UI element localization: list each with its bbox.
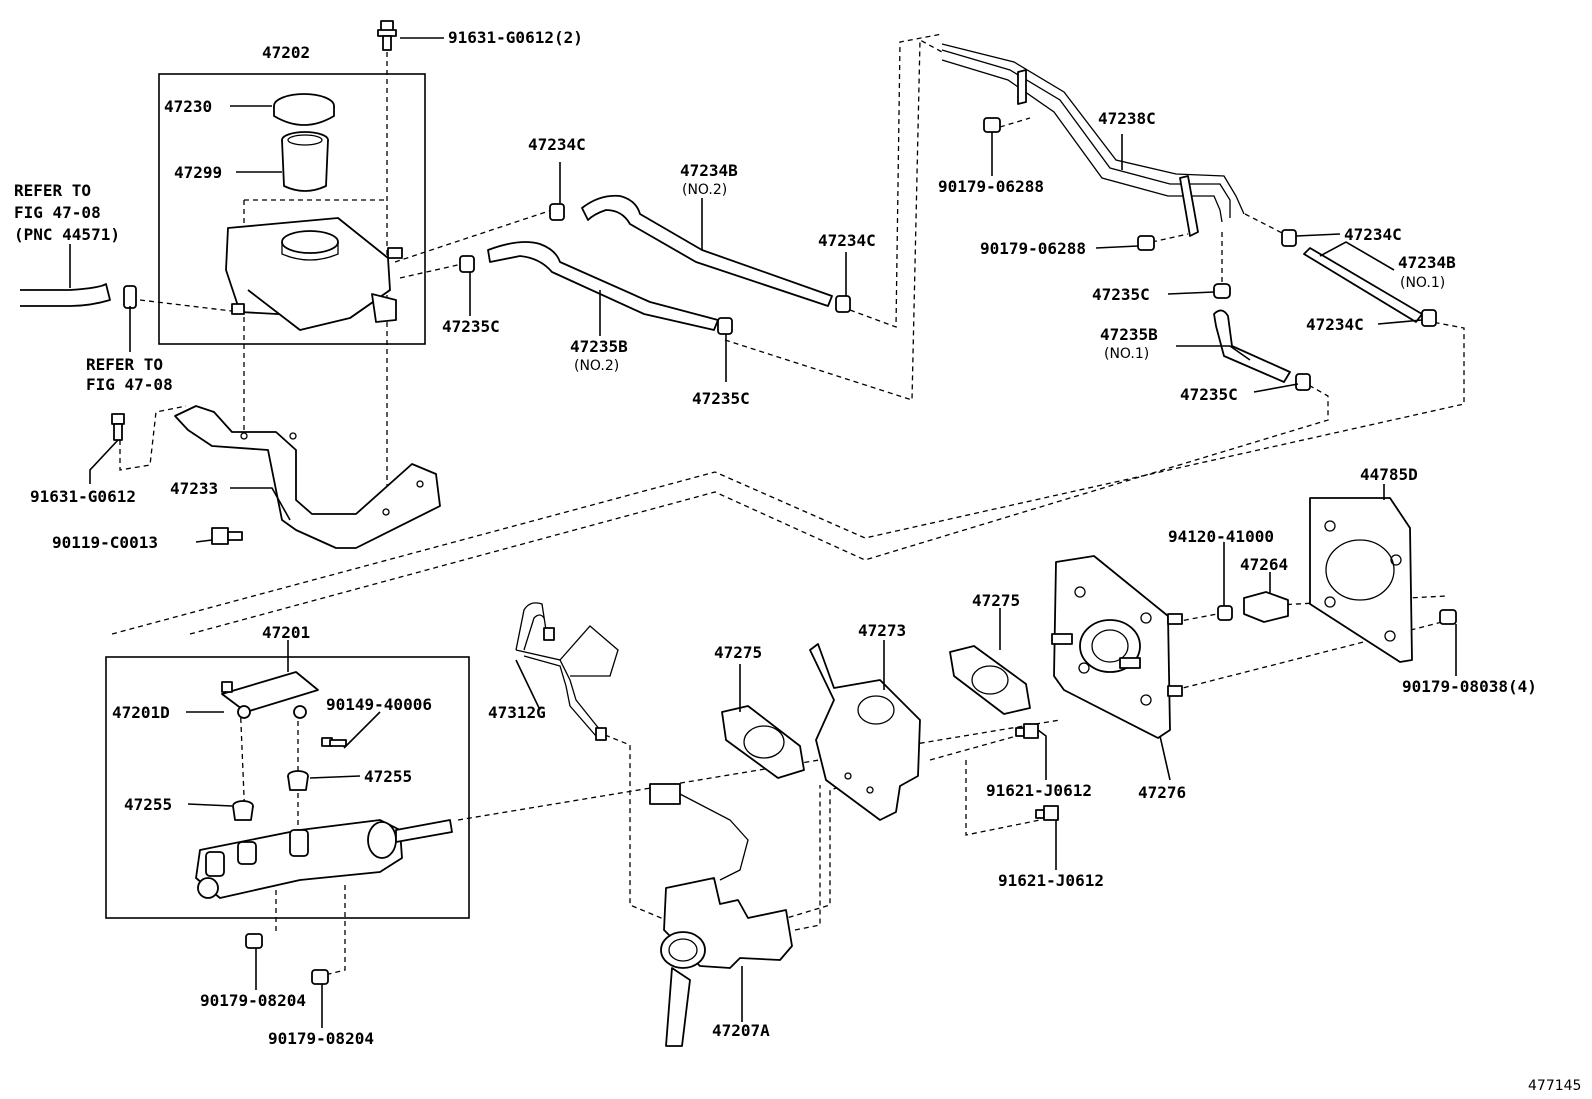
- nut-icon: [983, 117, 1155, 251]
- label-90179-06288-a: 90179-06288: [938, 177, 1044, 196]
- label-47234c-a: 47234C: [528, 135, 586, 154]
- label-47234b-a: 47234B: [680, 161, 738, 180]
- refer-top-line-3: (PNC 44571): [14, 225, 120, 244]
- label-47264: 47264: [1240, 555, 1288, 574]
- label-47233: 47233: [170, 479, 218, 498]
- label-90149-40006: 90149-40006: [326, 695, 432, 714]
- refer-top-line-2: FIG 47-08: [14, 203, 101, 222]
- label-91631-g0612-2: 91631-G0612(2): [448, 28, 583, 47]
- reservoir-box: [158, 73, 426, 345]
- switch-bracket-icon: [809, 643, 921, 821]
- nut-icon: [1439, 609, 1457, 625]
- stop-lamp-switch-icon: [649, 783, 793, 1047]
- gasket-icon: [721, 705, 805, 779]
- reservoir-cap-icon: [273, 93, 335, 126]
- label-47238c: 47238C: [1098, 109, 1156, 128]
- label-44785d: 44785D: [1360, 465, 1418, 484]
- label-47275-a: 47275: [714, 643, 762, 662]
- label-47235b-b: 47235B: [1100, 325, 1158, 344]
- nut-icon: [245, 933, 329, 985]
- nut-icon: [1217, 605, 1233, 621]
- label-91621-j0612-a: 91621-J0612: [986, 781, 1092, 800]
- hose-icon: [20, 283, 137, 309]
- bolt-icon: [211, 527, 243, 545]
- bolt-icon: [377, 20, 397, 51]
- label-47235c-a: 47235C: [442, 317, 500, 336]
- note-47234b-a: (NO.2): [682, 182, 727, 198]
- label-90179-08204-b: 90179-08204: [268, 1029, 374, 1048]
- label-47273: 47273: [858, 621, 906, 640]
- label-47276: 47276: [1138, 783, 1186, 802]
- label-47275-b: 47275: [972, 591, 1020, 610]
- label-47234c-d: 47234C: [1306, 315, 1364, 334]
- label-91621-j0612-b: 91621-J0612: [998, 871, 1104, 890]
- note-47234b-b: (NO.1): [1400, 275, 1445, 291]
- label-47255-b: 47255: [124, 795, 172, 814]
- label-90179-08038-4: 90179-08038(4): [1402, 677, 1537, 696]
- grommet-icon: [232, 770, 309, 821]
- label-47235c-d: 47235C: [1180, 385, 1238, 404]
- refer-bottom-line-1: REFER TO: [86, 355, 163, 374]
- reservoir-adapter-icon: [221, 671, 319, 719]
- label-90179-06288-b: 90179-06288: [980, 239, 1086, 258]
- label-47234b-b: 47234B: [1398, 253, 1456, 272]
- label-47234c-c: 47234C: [1344, 225, 1402, 244]
- refer-top-line-1: REFER TO: [14, 181, 91, 200]
- label-47201: 47201: [262, 623, 310, 642]
- hose-47234B-icon: [549, 194, 851, 313]
- label-90119-c0013: 90119-C0013: [52, 533, 158, 552]
- label-47234c-b: 47234C: [818, 231, 876, 250]
- screw-icon: [321, 737, 347, 747]
- label-47255-a: 47255: [364, 767, 412, 786]
- label-94120-41000: 94120-41000: [1168, 527, 1274, 546]
- gasket-icon: [949, 645, 1031, 715]
- label-47235c-c: 47235C: [1092, 285, 1150, 304]
- note-47235b-b: (NO.1): [1104, 346, 1149, 362]
- booster-gasket-icon: [1309, 497, 1413, 663]
- refer-bottom-line-2: FIG 47-08: [86, 375, 173, 394]
- reservoir-tank-icon: [225, 217, 403, 331]
- brake-pipe-assembly-icon: [941, 43, 1245, 237]
- hose-47234B-no1-icon: [1281, 229, 1437, 327]
- strainer-icon: [281, 131, 329, 192]
- note-47235b-a: (NO.2): [574, 358, 619, 374]
- clip-icon: [1243, 591, 1289, 623]
- bolt-icon: [1015, 723, 1059, 821]
- label-47201d: 47201D: [112, 703, 170, 722]
- master-cylinder-icon: [195, 819, 453, 899]
- diagram-id: 477145: [1528, 1078, 1581, 1094]
- label-47235c-b: 47235C: [692, 389, 750, 408]
- reservoir-bracket-icon: [174, 405, 441, 549]
- label-47207a: 47207A: [712, 1021, 770, 1040]
- hose-47235B-no1-icon: [1213, 283, 1311, 391]
- label-47312g: 47312G: [488, 703, 546, 722]
- label-47235b-a: 47235B: [570, 337, 628, 356]
- label-91631-g0612: 91631-G0612: [30, 487, 136, 506]
- label-90179-08204-a: 90179-08204: [200, 991, 306, 1010]
- booster-plate-icon: [1051, 555, 1183, 739]
- hose-47235B-icon: [459, 241, 733, 335]
- bolt-icon: [111, 413, 125, 441]
- label-47230: 47230: [164, 97, 212, 116]
- label-47202: 47202: [262, 43, 310, 62]
- pipe-47312G-icon: [515, 602, 619, 741]
- leader-lines: [69, 37, 1457, 1028]
- label-47299: 47299: [174, 163, 222, 182]
